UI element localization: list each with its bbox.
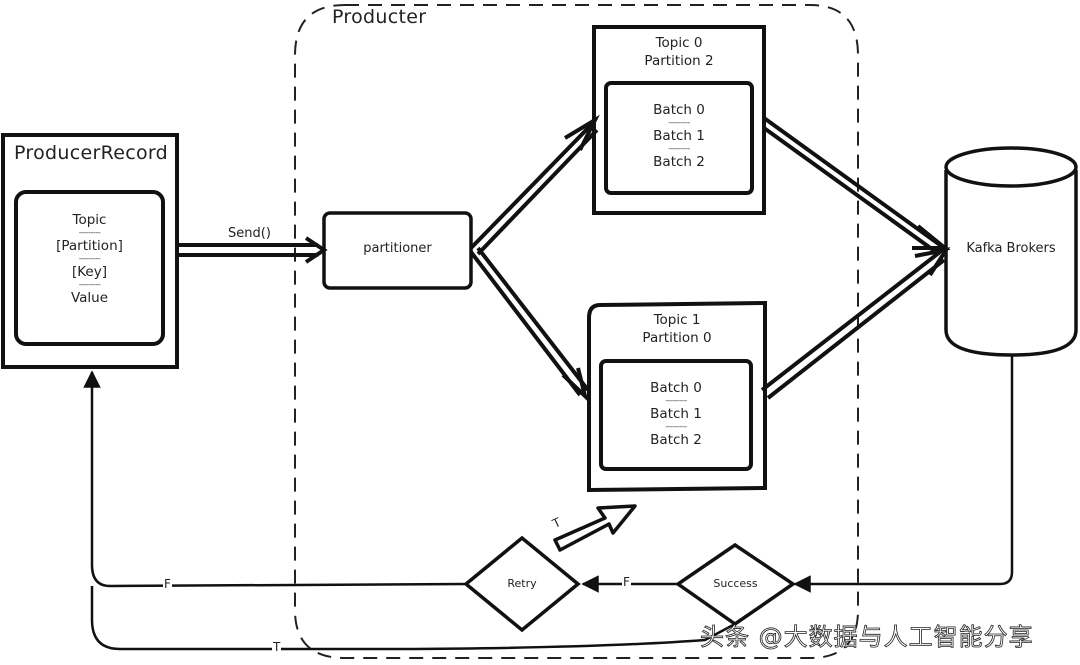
- batch-separator: ---------: [665, 396, 687, 405]
- field-key: [Key]: [71, 263, 107, 280]
- field-topic: Topic: [72, 211, 107, 228]
- success-false-label: F: [622, 575, 631, 589]
- retry-false-label: F: [163, 577, 172, 591]
- partitioner-box: [322, 211, 473, 290]
- send-label: Send(): [228, 226, 271, 241]
- topic1-batches-box: [599, 359, 753, 471]
- batch-item: Batch 2: [653, 154, 705, 170]
- field-separator: ---------: [78, 227, 101, 237]
- producer-group-label: Producter: [332, 6, 427, 28]
- producer-group-boundary: [294, 4, 859, 659]
- topic0-batches-box: [604, 81, 754, 195]
- batch-separator: ---------: [668, 144, 690, 153]
- topic1-header: Topic 1 Partition 0: [589, 309, 765, 349]
- topic0-batches: Batch 0 --------- Batch 1 --------- Batc…: [606, 88, 752, 184]
- field-separator: ---------: [78, 279, 101, 289]
- topic0-partition-label: Partition 2: [644, 53, 714, 69]
- success-to-record-line: [90, 586, 736, 651]
- topic1-partition0-box: [587, 300, 767, 493]
- batch-separator: ---------: [668, 118, 690, 127]
- partitioner-label: partitioner: [363, 241, 432, 256]
- topic1-topic-label: Topic 1: [653, 312, 701, 328]
- topic0-topic-label: Topic 0: [655, 35, 703, 51]
- topic0-header: Topic 0 Partition 2: [594, 32, 764, 72]
- producer-record-fields-box: [14, 190, 165, 346]
- send-arrow: [178, 236, 328, 264]
- success-true-label: T: [272, 640, 282, 654]
- batch-item: Batch 1: [653, 128, 705, 144]
- batch-separator: ---------: [665, 422, 687, 431]
- kafka-brokers-label: Kafka Brokers: [966, 241, 1056, 256]
- topic1-batches: Batch 0 --------- Batch 1 --------- Batc…: [601, 366, 751, 462]
- field-partition: [Partition]: [56, 237, 123, 254]
- topic1-to-brokers-arrow: [760, 247, 951, 400]
- retry-label: Retry: [507, 577, 537, 590]
- topic0-to-brokers-arrow: [762, 116, 951, 254]
- producer-record-fields: Topic --------- [Partition] --------- [K…: [16, 196, 163, 321]
- field-value: Value: [70, 289, 109, 306]
- partitioner-to-topic0-arrow: [469, 114, 600, 256]
- field-separator: ---------: [78, 253, 101, 263]
- batch-item: Batch 2: [650, 432, 702, 448]
- producer-record-box: [1, 133, 179, 369]
- producer-record-title: ProducerRecord: [14, 142, 169, 164]
- brokers-to-success-line: [793, 355, 1014, 593]
- topic1-partition-label: Partition 0: [642, 330, 712, 346]
- watermark-text: 头条 @大数据与人工智能分享: [700, 623, 1034, 652]
- retry-decision: [463, 535, 581, 633]
- batch-item: Batch 0: [653, 102, 705, 118]
- partitioner-to-topic1-arrow: [469, 246, 590, 403]
- batch-item: Batch 1: [650, 406, 702, 422]
- success-label: Success: [713, 577, 758, 590]
- retry-to-record-line: [83, 370, 467, 588]
- batch-item: Batch 0: [650, 380, 702, 396]
- retry-to-partitions-arrow: [553, 504, 637, 552]
